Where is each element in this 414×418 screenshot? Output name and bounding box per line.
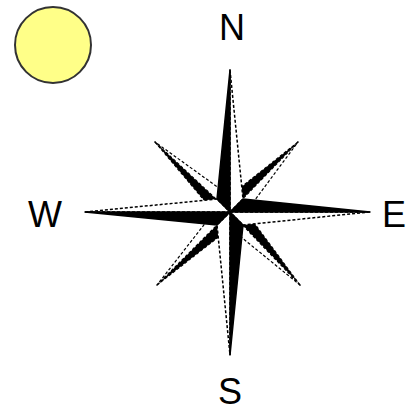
rose-point (85, 212, 230, 225)
rose-point (230, 199, 370, 212)
compass-label: E (382, 197, 406, 233)
rose-point (217, 70, 230, 212)
sun-symbol (15, 7, 91, 83)
rose-point (217, 212, 230, 355)
rose-point (85, 199, 230, 212)
compass-label: S (218, 374, 242, 410)
rose-point (230, 70, 243, 212)
compass-label: N (219, 10, 245, 46)
compass-rose (85, 70, 370, 355)
rose-point (230, 212, 370, 225)
compass-label: W (28, 197, 62, 233)
rose-point (230, 212, 243, 355)
